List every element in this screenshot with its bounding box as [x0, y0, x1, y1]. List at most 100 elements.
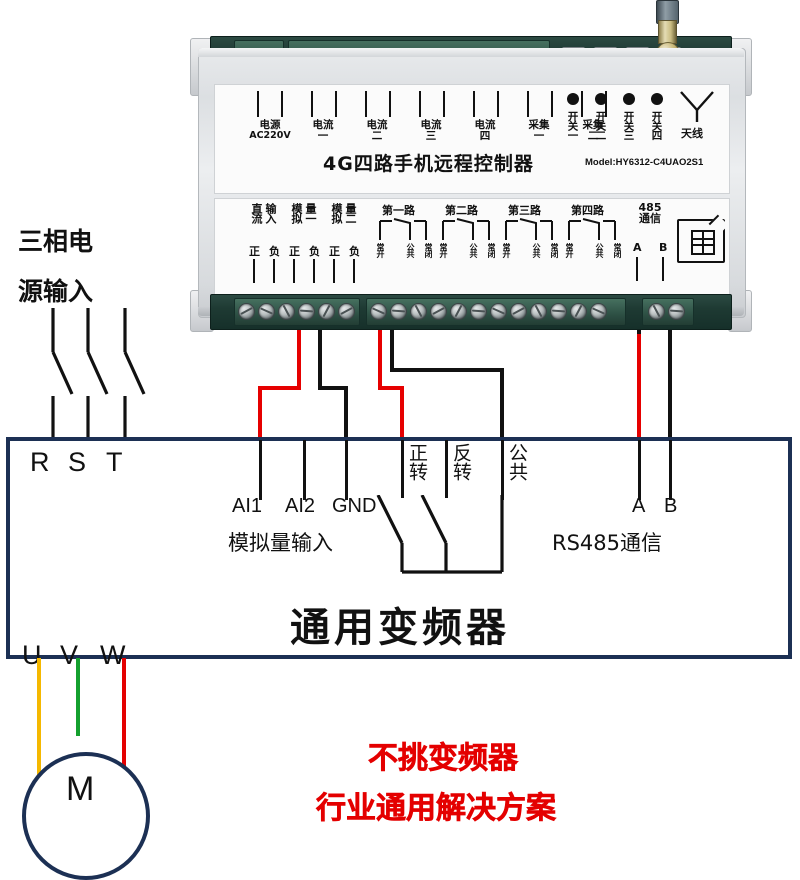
- pin-label: 负: [349, 245, 360, 258]
- wire-rs485-b: [668, 330, 672, 440]
- relay-pin-nc: 常闭: [487, 243, 496, 257]
- analog1-title-c2: 量一: [304, 203, 317, 223]
- label-reverse: 反转: [449, 443, 472, 481]
- pin-tick: [273, 259, 275, 283]
- model-number: Model:HY6312-C4UAO2S1: [585, 157, 704, 168]
- product-title: 4G四路手机远程控制器: [323, 153, 534, 175]
- terminal-tick: [581, 91, 583, 117]
- pin-tick: [636, 257, 638, 281]
- antenna-label: 天线: [681, 127, 703, 140]
- screw-terminal[interactable]: [668, 303, 685, 320]
- relay-contact-symbol: [442, 218, 490, 240]
- relay-contact-symbol: [505, 218, 553, 240]
- screw-terminal[interactable]: [570, 303, 587, 320]
- wire-gnd-seg-v2: [400, 386, 404, 440]
- relay-title: 第四路: [571, 204, 604, 217]
- screw-terminal[interactable]: [510, 303, 527, 320]
- controller-device: 电源 AC220V 电流 一 电流 二 电流 三 电流 四 采集 一: [190, 0, 752, 332]
- wire-gnd-seg-v1: [378, 330, 382, 388]
- terminal-tick: [311, 91, 313, 117]
- led-indicator-1: [567, 93, 579, 105]
- vfd-inverter-box: [6, 437, 792, 659]
- rs485-pin-b: B: [659, 241, 668, 254]
- screw-terminal[interactable]: [370, 303, 387, 320]
- screw-terminal[interactable]: [470, 303, 487, 320]
- label-ai2: AI2: [285, 495, 316, 517]
- dc-input-title-c2: 输入: [264, 203, 277, 223]
- relay-pin-com: 公共: [532, 243, 541, 257]
- relay-pin-nc: 常闭: [550, 243, 559, 257]
- terminal-tick: [551, 91, 553, 117]
- motor-wire-u: [37, 658, 41, 776]
- label-line-1: 采集: [582, 119, 604, 131]
- screw-terminal[interactable]: [550, 303, 567, 320]
- label-line-1: 电流: [366, 119, 388, 131]
- three-phase-label-line1: 三相电: [18, 227, 94, 256]
- label-line-2: 一: [533, 129, 545, 142]
- rs485-title-line2: 通信: [639, 212, 661, 226]
- screw-terminal[interactable]: [318, 303, 335, 320]
- label-line-2: AC220V: [249, 129, 291, 141]
- screw-terminal[interactable]: [258, 303, 275, 320]
- leader-ai2: [303, 440, 306, 500]
- leader-common: [501, 440, 504, 500]
- label-forward: 正转: [405, 443, 428, 481]
- pin-label: 正: [249, 245, 260, 258]
- screw-terminal[interactable]: [238, 303, 255, 320]
- rs485-caption: RS485通信: [552, 531, 663, 555]
- rs485-pin-a: A: [633, 241, 642, 254]
- antenna-icon: [680, 91, 714, 122]
- wire-com-seg-h: [390, 368, 504, 372]
- terminal-tick: [419, 91, 421, 117]
- switch-label-2: 开关二: [594, 111, 607, 140]
- vfd-terminal-u: U: [22, 640, 42, 670]
- switch-label-3: 开关三: [622, 111, 635, 140]
- antenna-stem: [658, 20, 677, 44]
- terminal-tick: [257, 91, 259, 117]
- rs485-title: 485 通信: [627, 202, 673, 226]
- wire-gnd-seg-h: [378, 386, 404, 390]
- vfd-terminal-w: W: [100, 640, 126, 670]
- pin-label: 正: [329, 245, 340, 258]
- marketing-headline-2: 行业通用解决方案: [316, 791, 557, 827]
- analog-input-caption: 模拟量输入: [228, 531, 333, 555]
- relay-pin-no: 常开: [439, 243, 448, 257]
- wire-com-seg-v2: [500, 368, 504, 440]
- screw-terminal[interactable]: [530, 303, 547, 320]
- dc-input-title-c1: 直流: [250, 203, 263, 223]
- terminal-label-collect-1: 采集 一: [514, 120, 564, 141]
- screw-terminal[interactable]: [590, 303, 607, 320]
- terminal-label-collect-2: 采集 二: [568, 120, 618, 141]
- screw-terminal[interactable]: [390, 303, 407, 320]
- label-line-1: 电流: [420, 119, 442, 131]
- screw-terminal[interactable]: [278, 303, 295, 320]
- screw-terminal[interactable]: [450, 303, 467, 320]
- leader-forward: [401, 440, 404, 498]
- relay-pin-com: 公共: [469, 243, 478, 257]
- wire-rs485-a-red: [637, 334, 641, 438]
- pin-tick: [353, 259, 355, 283]
- screw-terminal[interactable]: [410, 303, 427, 320]
- label-line-1: 采集: [528, 119, 550, 131]
- screw-terminal[interactable]: [490, 303, 507, 320]
- pin-tick: [293, 259, 295, 283]
- housing-top-lip: [198, 48, 744, 57]
- relay-pin-no: 常开: [565, 243, 574, 257]
- analog2-title-c1: 模拟: [330, 203, 343, 223]
- screw-terminal[interactable]: [298, 303, 315, 320]
- pin-tick: [662, 257, 664, 281]
- sim-chip-contacts: [691, 230, 715, 255]
- label-line-2: 三: [425, 129, 437, 142]
- terminal-tick: [389, 91, 391, 117]
- label-line-2: 四: [479, 129, 491, 142]
- leader-rs485-b: [669, 440, 672, 500]
- vfd-terminal-r: R: [30, 447, 50, 477]
- screw-terminal[interactable]: [648, 303, 665, 320]
- screw-terminal[interactable]: [338, 303, 355, 320]
- analog1-title-c1: 模拟: [290, 203, 303, 223]
- pin-tick: [313, 259, 315, 283]
- terminal-tick: [527, 91, 529, 117]
- screw-terminal[interactable]: [430, 303, 447, 320]
- terminal-label-current-3: 电流 三: [406, 120, 456, 141]
- sim-chip-divider: [702, 232, 704, 253]
